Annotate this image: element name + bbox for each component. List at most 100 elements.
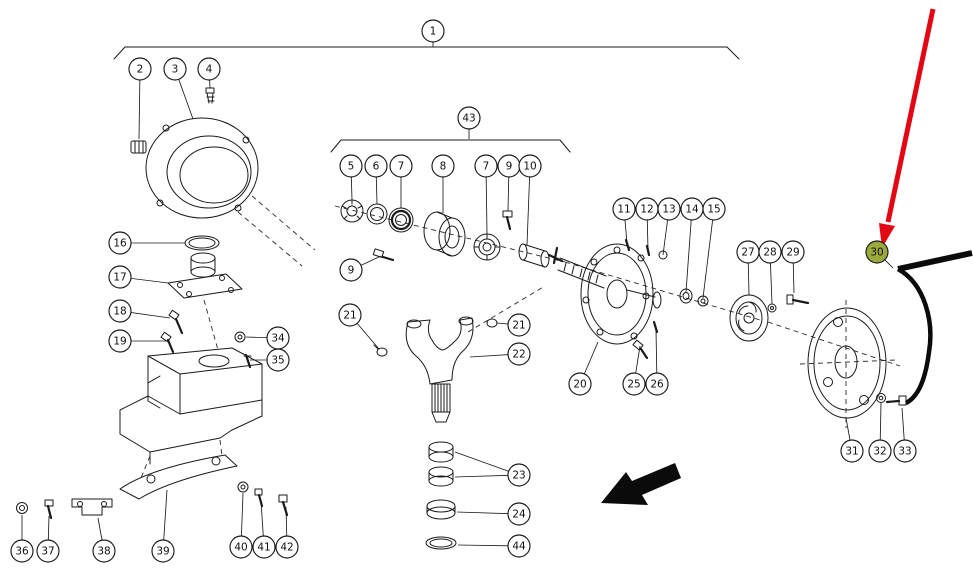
callout-41[interactable]: 41 bbox=[252, 500, 276, 559]
callout-31[interactable]: 31 bbox=[840, 417, 864, 463]
svg-text:27: 27 bbox=[741, 247, 754, 259]
washer-28 bbox=[767, 303, 777, 313]
bolt-33 bbox=[885, 395, 907, 406]
callout-25[interactable]: 25 bbox=[622, 345, 646, 396]
svg-text:29: 29 bbox=[786, 247, 799, 259]
svg-text:33: 33 bbox=[898, 446, 911, 458]
pulley-31 bbox=[807, 307, 887, 419]
svg-text:30: 30 bbox=[870, 247, 883, 259]
callout-26[interactable]: 26 bbox=[645, 329, 669, 396]
svg-text:16: 16 bbox=[113, 238, 127, 250]
callout-21[interactable]: 21 bbox=[496, 313, 531, 337]
svg-text:15: 15 bbox=[707, 204, 720, 216]
callout-33[interactable]: 33 bbox=[893, 407, 917, 463]
callout-44[interactable]: 44 bbox=[457, 534, 531, 558]
svg-text:19: 19 bbox=[113, 336, 126, 348]
callout-39[interactable]: 39 bbox=[151, 489, 175, 563]
callout-27[interactable]: 27 bbox=[736, 240, 760, 296]
svg-text:35: 35 bbox=[271, 355, 284, 367]
callout-28[interactable]: 28 bbox=[758, 240, 782, 305]
hub-flange-20 bbox=[580, 243, 662, 345]
callout-9[interactable]: 9 bbox=[339, 255, 382, 282]
callout-9[interactable]: 9 bbox=[497, 154, 521, 212]
svg-text:9: 9 bbox=[348, 265, 355, 277]
callout-38[interactable]: 38 bbox=[92, 517, 116, 563]
callout-4[interactable]: 4 bbox=[197, 57, 221, 89]
nut-part-2 bbox=[130, 140, 147, 154]
svg-text:4: 4 bbox=[206, 64, 213, 76]
callout-43[interactable]: 43 bbox=[457, 106, 481, 139]
svg-text:7: 7 bbox=[483, 161, 490, 173]
svg-text:41: 41 bbox=[257, 542, 270, 554]
svg-text:3: 3 bbox=[172, 64, 179, 76]
svg-text:26: 26 bbox=[650, 379, 664, 391]
callout-14[interactable]: 14 bbox=[680, 197, 704, 293]
bearing-sleeves-23 bbox=[428, 441, 454, 487]
callout-35[interactable]: 35 bbox=[250, 348, 290, 372]
callout-23[interactable]: 23 bbox=[454, 451, 531, 487]
callout-3[interactable]: 3 bbox=[163, 57, 194, 120]
svg-text:20: 20 bbox=[573, 379, 586, 391]
plug-21b bbox=[486, 318, 498, 328]
callout-13[interactable]: 13 bbox=[657, 197, 681, 256]
bracket-group-1 bbox=[113, 46, 740, 60]
svg-text:2: 2 bbox=[137, 64, 144, 76]
callout-36[interactable]: 36 bbox=[10, 515, 34, 563]
callout-21[interactable]: 21 bbox=[338, 303, 380, 350]
pin-26 bbox=[652, 320, 659, 334]
ring-13 bbox=[658, 250, 668, 260]
callout-24[interactable]: 24 bbox=[456, 502, 531, 526]
callout-16[interactable]: 16 bbox=[108, 231, 185, 255]
svg-text:22: 22 bbox=[512, 349, 525, 361]
svg-text:32: 32 bbox=[873, 446, 886, 458]
direction-arrow bbox=[601, 463, 681, 505]
svg-text:17: 17 bbox=[113, 272, 126, 284]
svg-text:5: 5 bbox=[348, 161, 355, 173]
svg-text:34: 34 bbox=[271, 333, 285, 345]
callout-7[interactable]: 7 bbox=[474, 154, 498, 235]
seal-ring-7a bbox=[388, 207, 414, 233]
svg-text:14: 14 bbox=[685, 204, 699, 216]
callout-37[interactable]: 37 bbox=[36, 515, 60, 563]
screw-9b bbox=[372, 248, 395, 262]
bearing-housing bbox=[145, 117, 259, 219]
callout-40[interactable]: 40 bbox=[229, 492, 253, 559]
bolt-18 bbox=[168, 309, 184, 335]
yoke-fork-22 bbox=[405, 316, 474, 423]
callout-42[interactable]: 42 bbox=[275, 506, 299, 559]
washer-36 bbox=[16, 502, 28, 514]
callout-17[interactable]: 17 bbox=[108, 265, 169, 289]
callout-30-highlighted[interactable]: 30 bbox=[865, 240, 894, 269]
callout-10[interactable]: 10 bbox=[518, 154, 542, 246]
callout-34[interactable]: 34 bbox=[245, 326, 290, 350]
callout-29[interactable]: 29 bbox=[781, 240, 805, 294]
svg-text:11: 11 bbox=[617, 204, 630, 216]
callout-5[interactable]: 5 bbox=[339, 154, 363, 201]
svg-text:6: 6 bbox=[373, 161, 380, 173]
svg-text:21: 21 bbox=[512, 320, 525, 332]
assembly-axis bbox=[203, 195, 901, 428]
callout-8[interactable]: 8 bbox=[431, 154, 455, 213]
svg-text:42: 42 bbox=[280, 542, 293, 554]
callout-2[interactable]: 2 bbox=[128, 57, 152, 140]
callout-22[interactable]: 22 bbox=[469, 342, 531, 366]
clutch-hub-27 bbox=[729, 294, 769, 342]
callout-32[interactable]: 32 bbox=[868, 402, 892, 463]
flange-bushing-17 bbox=[167, 252, 243, 299]
bolt-37 bbox=[44, 499, 54, 520]
callout-1[interactable]: 1 bbox=[421, 19, 445, 47]
callout-15[interactable]: 15 bbox=[702, 197, 726, 299]
snap-ring-6 bbox=[366, 203, 388, 225]
callout-11[interactable]: 11 bbox=[612, 197, 636, 244]
callout-7[interactable]: 7 bbox=[389, 154, 413, 208]
callout-19[interactable]: 19 bbox=[108, 329, 166, 353]
callout-18[interactable]: 18 bbox=[108, 299, 171, 323]
callout-20[interactable]: 20 bbox=[568, 341, 599, 396]
washer-40 bbox=[237, 481, 249, 493]
callout-12[interactable]: 12 bbox=[635, 197, 659, 251]
svg-text:25: 25 bbox=[627, 379, 640, 391]
callout-6[interactable]: 6 bbox=[364, 154, 388, 205]
